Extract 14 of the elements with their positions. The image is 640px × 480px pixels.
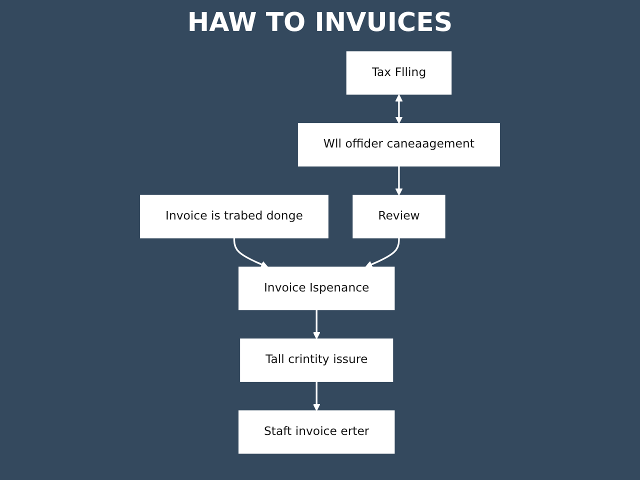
node-box: Invoice Ispenance: [238, 266, 395, 310]
node-box: Tall crintity issure: [240, 338, 394, 382]
arrow: [395, 94, 403, 124]
arrow: [312, 309, 320, 339]
diagram-title: HAW TO INVUICES: [186, 8, 454, 38]
node-box: Staft invoice erter: [238, 410, 395, 454]
node-box: Wll offider caneaagement: [298, 122, 500, 166]
node-box: Invoice is trabed donge: [140, 194, 328, 238]
node-box: Tax Flling: [346, 50, 452, 94]
arrow: [312, 381, 320, 411]
node-box: Review: [352, 194, 446, 238]
arrow: [233, 237, 268, 268]
arrow: [395, 166, 403, 196]
arrow: [365, 237, 400, 268]
